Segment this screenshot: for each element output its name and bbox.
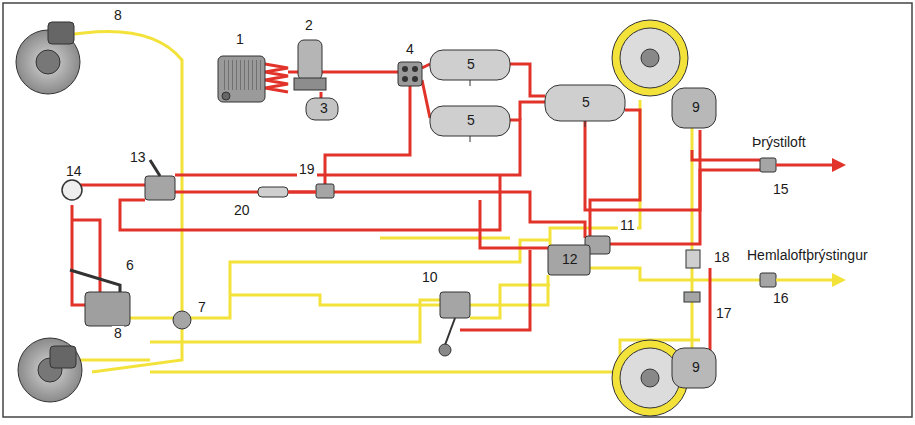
callout-number: 18 [712, 250, 732, 265]
air-tanks [430, 50, 625, 142]
callout-number: 13 [128, 150, 148, 165]
tyre-inflation-connector [258, 187, 288, 197]
callout-number: 9 [690, 100, 702, 115]
callout-number: 14 [64, 164, 84, 179]
callout-number: 8 [112, 8, 124, 23]
callout-number: 2 [303, 18, 315, 33]
brake-chamber [672, 88, 716, 388]
pressure-gauge [62, 180, 82, 200]
callout-number: 1 [234, 32, 246, 47]
callout-number: 10 [420, 270, 440, 285]
check-valve [686, 250, 700, 268]
callout-number: 8 [112, 326, 124, 341]
callout-number: 17 [714, 306, 734, 321]
disc-brake [16, 22, 82, 402]
callout-number: 19 [297, 162, 317, 177]
compressor [218, 56, 265, 102]
load-sensing-valve [439, 292, 470, 356]
hand-brake-valve [145, 160, 175, 200]
valve [684, 292, 700, 302]
frame [3, 3, 912, 417]
callout-number: 5 [465, 113, 477, 128]
four-circuit-valve [398, 62, 422, 86]
line-label: Hemlaloftþrýstingur [745, 248, 870, 263]
callout-number: 15 [771, 182, 791, 197]
valve [316, 184, 334, 198]
callout-number: 12 [560, 252, 580, 267]
callout-number: 3 [318, 101, 330, 116]
callout-number: 16 [771, 291, 791, 306]
air-dryer [294, 40, 326, 90]
callout-number: 11 [618, 218, 637, 233]
callout-number: 20 [232, 203, 252, 218]
regeneration-tank [306, 98, 338, 120]
callout-number: 7 [196, 300, 208, 315]
coupling-heads [760, 158, 846, 287]
foot-brake-valve [70, 270, 130, 326]
line-label: Þrýstiloft [750, 135, 808, 150]
trailer-control-valve [548, 245, 590, 275]
relay-valve [173, 311, 191, 329]
callout-number: 4 [404, 42, 416, 57]
callout-number: 5 [580, 95, 592, 110]
callout-number: 6 [124, 258, 136, 273]
cooling-coil [265, 64, 288, 92]
callout-number: 5 [465, 57, 477, 72]
callout-number: 9 [690, 360, 702, 375]
supply-air-pipes [72, 64, 760, 365]
